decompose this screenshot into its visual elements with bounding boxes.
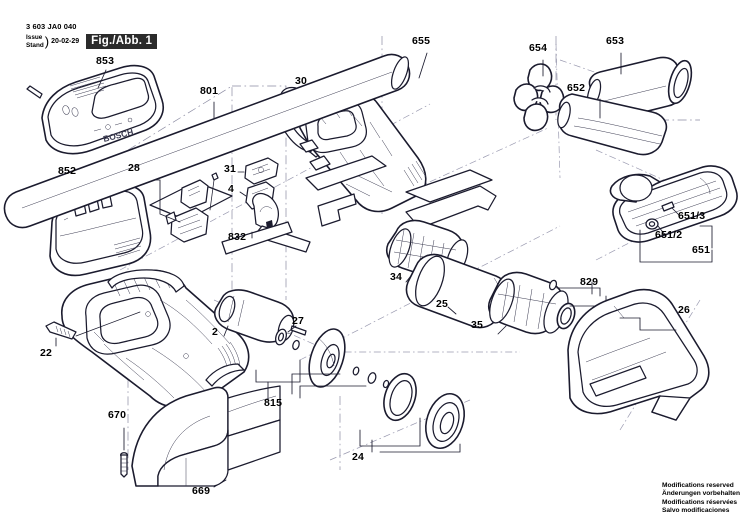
callout-27: 27 bbox=[292, 315, 305, 327]
part-655-extension-tube bbox=[3, 52, 428, 229]
sheet-header: 3 603 JA0 040 Issue Stand ) 20-02-29 Fig… bbox=[26, 22, 158, 49]
callout-815: 815 bbox=[264, 397, 283, 409]
callout-655: 655 bbox=[412, 35, 431, 47]
sheet-footer: Modifications reserved Änderungen vorbeh… bbox=[662, 482, 740, 516]
part-31-switch-cover bbox=[237, 157, 279, 185]
footer-line-en: Modifications reserved bbox=[661, 481, 734, 489]
footer-line-de: Änderungen vorbehalten bbox=[661, 490, 740, 498]
callout-801: 801 bbox=[200, 85, 219, 97]
part-main-body-handle bbox=[61, 269, 250, 409]
callout-22: 22 bbox=[40, 347, 53, 359]
issue-row: Issue Stand ) 20-02-29 Fig./Abb. 1 bbox=[26, 33, 158, 49]
stand-label: Stand bbox=[26, 41, 44, 49]
footer-line-es: Salvo modificaciones bbox=[661, 507, 730, 515]
callout-832: 832 bbox=[228, 231, 247, 243]
part-housing-flat-plates bbox=[305, 155, 497, 229]
callout-31: 31 bbox=[224, 163, 237, 175]
part-28-switch-assembly bbox=[147, 172, 233, 243]
callout-653: 653 bbox=[606, 35, 625, 47]
callout-30: 30 bbox=[295, 75, 308, 87]
part-853-battery-charger: BOSCH bbox=[26, 64, 164, 155]
callout-669: 669 bbox=[192, 485, 211, 497]
callout-35: 35 bbox=[471, 319, 484, 331]
callout-852: 852 bbox=[58, 165, 77, 177]
part-651-floor-nozzle bbox=[609, 165, 738, 263]
issue-label: Issue bbox=[26, 34, 43, 42]
issue-stand-labels: Issue Stand bbox=[26, 34, 44, 48]
callout-26: 26 bbox=[678, 304, 691, 316]
part-35-filter-holder bbox=[488, 271, 569, 335]
part-26-dust-container bbox=[567, 288, 710, 421]
callout-670: 670 bbox=[108, 409, 127, 421]
part-22-housing-screw bbox=[45, 311, 141, 347]
issue-date: 20-02-29 bbox=[51, 38, 80, 45]
part-27-washer bbox=[275, 325, 297, 346]
callout-652: 652 bbox=[567, 82, 586, 94]
callout-651: 651 bbox=[692, 244, 711, 256]
callout-4: 4 bbox=[228, 183, 235, 195]
part-669-floor-stand bbox=[131, 385, 281, 488]
callout-853: 853 bbox=[96, 55, 115, 67]
part-815-fan-impeller-kit bbox=[255, 328, 390, 401]
callout-651-2: 651/2 bbox=[655, 229, 683, 241]
part-24-sealing-ring-kit bbox=[359, 372, 465, 453]
callout-829: 829 bbox=[580, 276, 599, 288]
part-829-seal-kit bbox=[548, 279, 607, 330]
callout-654: 654 bbox=[529, 42, 548, 54]
document-number: 3 603 JA0 040 bbox=[26, 22, 77, 31]
callout-2: 2 bbox=[212, 326, 219, 338]
part-652-curved-tube bbox=[557, 93, 668, 156]
part-832-trigger-lever bbox=[221, 192, 311, 255]
part-670-stand-screw bbox=[119, 427, 129, 478]
callout-28: 28 bbox=[128, 162, 141, 174]
issue-brace: ) bbox=[44, 33, 50, 49]
callout-24: 24 bbox=[352, 451, 365, 463]
footer-line-fr: Modifications réservées bbox=[661, 498, 738, 506]
callout-651-3: 651/3 bbox=[678, 210, 706, 222]
callout-25: 25 bbox=[436, 298, 449, 310]
callout-34: 34 bbox=[390, 271, 403, 283]
figure-badge: Fig./Abb. 1 bbox=[86, 34, 158, 49]
